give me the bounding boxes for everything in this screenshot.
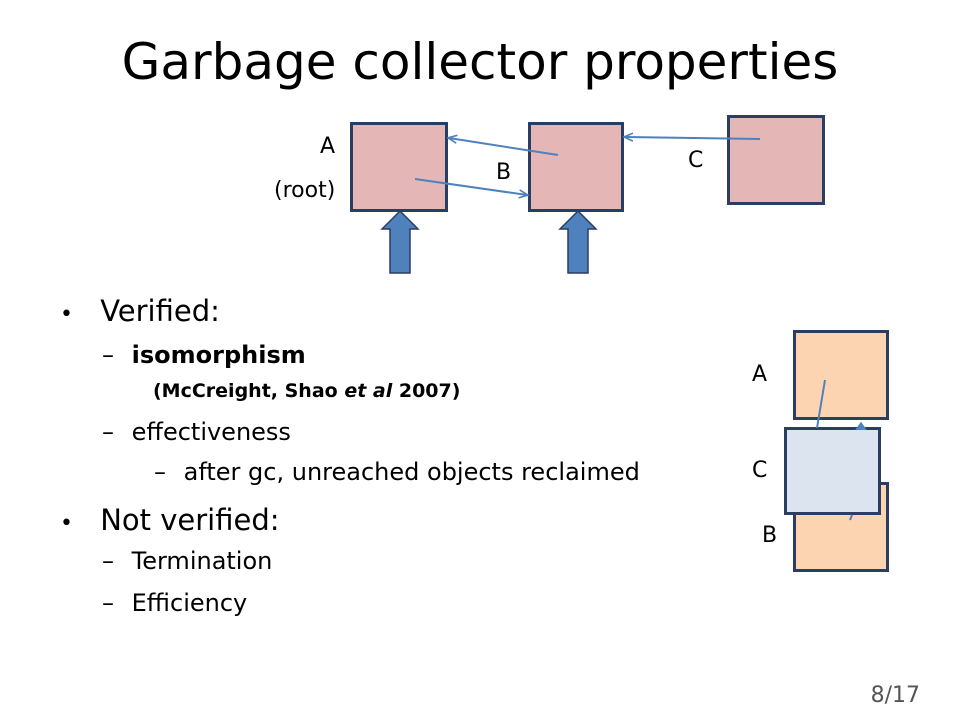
label-c-top: C: [688, 148, 704, 173]
item-isomorphism: – isomorphism: [102, 341, 306, 369]
root-pointer-arrow-a: [380, 209, 420, 274]
dash: –: [102, 341, 114, 369]
object-c-box-right: [784, 427, 881, 515]
object-a-box: [350, 122, 448, 212]
label-b-top: B: [496, 160, 512, 185]
bullet-dot: •: [60, 511, 73, 536]
label-a-top: A: [320, 134, 336, 159]
item-efficiency: – Efficiency: [102, 589, 248, 617]
item-after-gc: – after gc, unreached objects reclaimed: [154, 458, 640, 486]
dash: –: [102, 547, 114, 575]
label-root: (root): [274, 178, 336, 203]
label-c-right: C: [752, 458, 768, 483]
arrow-right-b-up: [849, 514, 853, 521]
bullet-dot: •: [60, 302, 73, 327]
label-b-right: B: [762, 523, 778, 548]
bullet-verified: • Verified:: [60, 294, 220, 328]
object-b-box: [528, 122, 624, 212]
label-a-right: A: [752, 362, 768, 387]
page-number: 8/17: [870, 683, 920, 708]
item-effectiveness: – effectiveness: [102, 418, 291, 446]
arrow-c-to-b: [625, 137, 761, 139]
object-a-box-right: [793, 330, 889, 420]
bullet-not-verified: • Not verified:: [60, 503, 280, 537]
slide-title: Garbage collector properties: [121, 33, 839, 91]
root-pointer-arrow-b: [558, 209, 598, 274]
arrow-b-to-a: [449, 138, 559, 156]
arrow-right-head: [855, 421, 867, 431]
citation: (McCreight, Shao et al 2007): [153, 380, 461, 402]
dash: –: [154, 458, 166, 486]
item-termination: – Termination: [102, 547, 273, 575]
arrow-a-to-b: [414, 178, 527, 195]
arrow-right-a-down: [816, 379, 826, 429]
object-c-box: [727, 115, 825, 205]
dash: –: [102, 418, 114, 446]
dash: –: [102, 589, 114, 617]
